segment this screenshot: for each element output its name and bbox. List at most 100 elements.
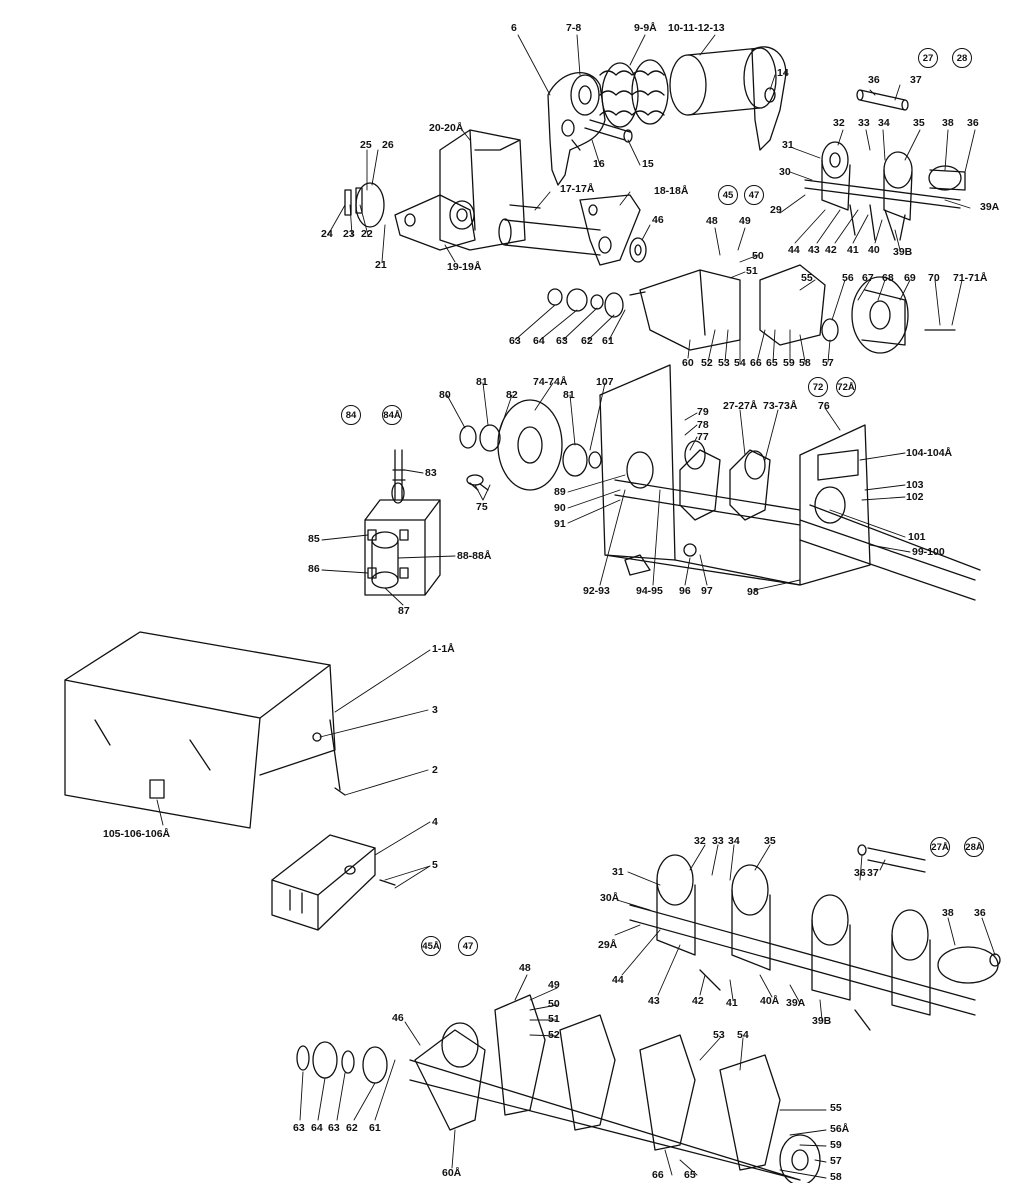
variant-circle: 45Å — [421, 936, 441, 956]
part-label: 62 — [346, 1122, 358, 1134]
variant-circle: 47 — [744, 185, 764, 205]
part-label: 31 — [782, 139, 794, 151]
part-label: 50 — [752, 250, 764, 262]
part-label: 39B — [893, 246, 913, 258]
part-label: 6 — [511, 22, 517, 34]
part-label: 51 — [746, 265, 758, 277]
part-label: 33 — [712, 835, 724, 847]
part-label: 36 — [854, 867, 866, 879]
part-label: 36 — [974, 907, 986, 919]
part-label: 66 — [750, 357, 762, 369]
part-label: 56 — [842, 272, 854, 284]
part-label: 44 — [612, 974, 624, 986]
part-label: 24 — [321, 228, 333, 240]
part-label: 76 — [818, 400, 830, 412]
part-label: 66 — [652, 1169, 664, 1181]
part-label: 16 — [593, 158, 605, 170]
part-label: 48 — [519, 962, 531, 974]
part-label: 41 — [847, 244, 859, 256]
part-label: 70 — [928, 272, 940, 284]
part-label: 5 — [432, 859, 438, 871]
part-label: 56Å — [830, 1123, 850, 1135]
variant-circle: 27Å — [930, 837, 950, 857]
part-label: 101 — [908, 531, 926, 543]
part-label: 68 — [882, 272, 894, 284]
part-label: 75 — [476, 501, 488, 513]
part-label: 63 — [293, 1122, 305, 1134]
part-label: 94-95 — [636, 585, 663, 597]
part-label: 59 — [783, 357, 795, 369]
part-label: 49 — [548, 979, 560, 991]
part-label: 65 — [684, 1169, 696, 1181]
part-label: 10-11-12-13 — [668, 22, 725, 34]
part-label: 54 — [737, 1029, 749, 1041]
part-label: 25 — [360, 139, 372, 151]
part-label: 73-73Å — [763, 400, 798, 412]
part-label: 14 — [777, 67, 789, 79]
part-label: 33 — [858, 117, 870, 129]
part-label: 46 — [652, 214, 664, 226]
part-label: 46 — [392, 1012, 404, 1024]
part-label: 83 — [425, 467, 437, 479]
part-label: 91 — [554, 518, 566, 530]
part-label: 29Å — [598, 939, 618, 951]
part-label: 34 — [728, 835, 740, 847]
part-label: 39B — [812, 1015, 832, 1027]
part-label: 31 — [612, 866, 624, 878]
part-label: 37 — [910, 74, 922, 86]
part-label: 60Å — [442, 1167, 462, 1179]
part-label: 62 — [581, 335, 593, 347]
part-label: 81 — [563, 389, 575, 401]
part-label: 61 — [602, 335, 614, 347]
part-label: 30 — [779, 166, 791, 178]
part-label: 69 — [904, 272, 916, 284]
part-label: 35 — [913, 117, 925, 129]
part-label: 52 — [548, 1029, 560, 1041]
variant-circle: 84Å — [382, 405, 402, 425]
part-label: 53 — [713, 1029, 725, 1041]
part-label: 53 — [718, 357, 730, 369]
part-label: 32 — [833, 117, 845, 129]
part-label: 20-20Å — [429, 122, 464, 134]
part-label: 32 — [694, 835, 706, 847]
part-label: 55 — [801, 272, 813, 284]
part-label: 64 — [311, 1122, 323, 1134]
part-label: 105-106-106Å — [103, 828, 171, 840]
part-label: 102 — [906, 491, 924, 503]
part-label: 60 — [682, 357, 694, 369]
part-label: 63 — [509, 335, 521, 347]
part-label: 88-88Å — [457, 550, 492, 562]
part-label: 41 — [726, 997, 738, 1009]
cover-assembly — [64, 631, 346, 829]
part-label: 97 — [701, 585, 713, 597]
variant-circle: 47 — [458, 936, 478, 956]
frame-assembly — [459, 364, 981, 601]
part-label: 99-100 — [912, 546, 945, 558]
part-label: 77 — [697, 431, 709, 443]
part-label: 40 — [868, 244, 880, 256]
part-label: 18-18Å — [654, 185, 689, 197]
part-label: 104-104Å — [906, 447, 953, 459]
part-label: 58 — [799, 357, 811, 369]
part-label: 71-71Å — [953, 272, 988, 284]
part-label: 38 — [942, 117, 954, 129]
part-label: 90 — [554, 502, 566, 514]
part-label: 26 — [382, 139, 394, 151]
part-label: 2 — [432, 764, 438, 776]
part-label: 39A — [980, 201, 1000, 213]
part-label: 27-27Å — [723, 400, 758, 412]
top-crank-assembly — [547, 46, 787, 186]
part-label: 55 — [830, 1102, 842, 1114]
bracket-19-assembly — [344, 129, 647, 266]
part-label: 50 — [548, 998, 560, 1010]
part-label: 86 — [308, 563, 320, 575]
part-label: 35 — [764, 835, 776, 847]
variant-circle: 84 — [341, 405, 361, 425]
part-label: 4 — [432, 816, 438, 828]
top-roller-shaft — [804, 89, 966, 241]
part-label: 98 — [747, 586, 759, 598]
part-label: 89 — [554, 486, 566, 498]
part-label: 92-93 — [583, 585, 610, 597]
part-label: 19-19Å — [447, 261, 482, 273]
